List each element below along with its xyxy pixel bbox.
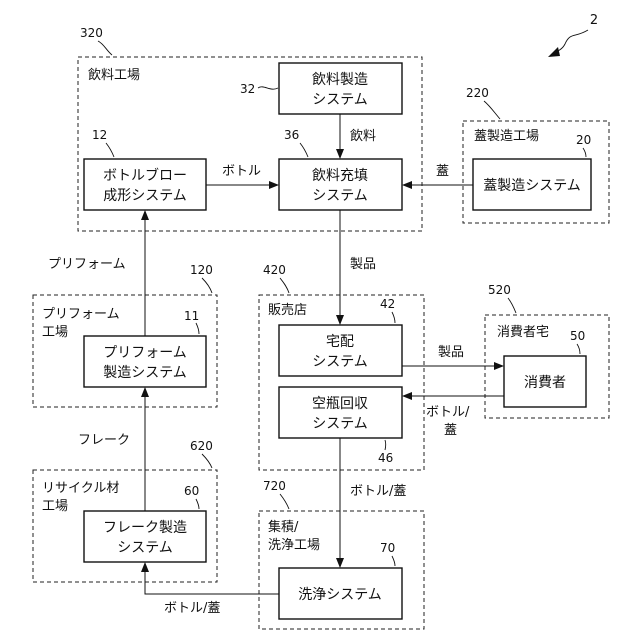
region-ref-store: 420 <box>263 263 286 277</box>
flow-label-preform: プリフォーム <box>48 257 126 272</box>
box-washing-line1: 洗浄システム <box>298 587 382 603</box>
box-delivery-line1: 宅配 <box>326 334 354 350</box>
leader-beverage-factory <box>98 41 112 55</box>
box-cap-production-line1: 蓋製造システム <box>483 178 581 194</box>
leader-washing <box>392 556 395 566</box>
region-label-store: 販売店 <box>268 302 307 318</box>
box-preform-production-line1: プリフォーム <box>103 345 187 361</box>
region-label-recycling-factory-1: リサイクル材 <box>42 481 119 496</box>
figure-ref-arrowhead <box>548 47 560 57</box>
box-beverage-production-line2: システム <box>312 92 368 108</box>
ref-delivery: 42 <box>380 297 395 311</box>
ref-flake-production: 60 <box>184 484 199 498</box>
ref-filling: 36 <box>284 128 299 142</box>
region-label-cleaning-factory-1: 集積/ <box>268 519 299 535</box>
flow-label-cleaning-to-recycling: ボトル/蓋 <box>164 601 220 616</box>
ref-collection: 46 <box>378 451 393 465</box>
flow-label-cap: 蓋 <box>436 164 449 179</box>
leader-cleaning-factory <box>280 494 289 509</box>
box-preform-production-line2: 製造システム <box>103 365 187 381</box>
leader-cap-production <box>583 148 586 157</box>
flow-label-product-to-consumer: 製品 <box>438 345 464 360</box>
ref-preform-production: 11 <box>184 309 199 323</box>
region-label-cap-factory: 蓋製造工場 <box>474 129 539 144</box>
box-filling-line1: 飲料充填 <box>312 168 368 184</box>
box-bottle-blow-line1: ボトルブロー <box>103 167 187 184</box>
box-flake-production-line2: システム <box>117 540 173 556</box>
leader-cap-factory <box>484 101 500 119</box>
figure-ref: 2 <box>590 13 598 28</box>
flow-label-return-2: 蓋 <box>444 423 457 438</box>
leader-consumer <box>577 344 580 354</box>
box-filling-line2: システム <box>312 188 368 204</box>
leader-consumer-home <box>508 298 516 313</box>
ref-bottle-blow: 12 <box>92 128 107 142</box>
region-label-recycling-factory-2: 工場 <box>42 499 68 514</box>
ref-washing: 70 <box>380 541 395 555</box>
flow-label-beverage: 飲料 <box>350 128 376 144</box>
region-label-cleaning-factory-2: 洗浄工場 <box>268 538 320 553</box>
leader-bottle-blow <box>106 143 114 157</box>
region-label-consumer-home: 消費者宅 <box>497 325 549 340</box>
leader-flake-production <box>196 499 199 509</box>
leader-preform-production <box>196 323 199 334</box>
box-beverage-production-line1: 飲料製造 <box>312 72 368 88</box>
flow-label-bottle: ボトル <box>222 164 261 179</box>
leader-preform-factory <box>202 278 212 293</box>
leader-delivery <box>392 312 395 323</box>
box-consumer-line1: 消費者 <box>524 375 566 391</box>
region-ref-cap-factory: 220 <box>466 86 489 100</box>
region-ref-cleaning-factory: 720 <box>263 479 286 493</box>
leader-collection <box>385 440 386 450</box>
leader-store <box>280 278 289 293</box>
leader-beverage-production <box>258 87 278 89</box>
leader-filling <box>300 143 308 157</box>
box-bottle-blow-line2: 成形システム <box>103 188 187 204</box>
ref-beverage-production: 32 <box>240 82 255 96</box>
flow-label-flake: フレーク <box>78 433 130 448</box>
region-label-preform-factory-1: プリフォーム <box>42 307 120 322</box>
region-label-beverage-factory: 飲料工場 <box>88 67 140 83</box>
region-store <box>259 295 424 470</box>
region-ref-recycling-factory: 620 <box>190 439 213 453</box>
box-flake-production-line1: フレーク製造 <box>103 520 187 536</box>
flow-label-store-to-cleaning: ボトル/蓋 <box>350 484 406 499</box>
leader-recycling-factory <box>202 454 212 468</box>
box-collection-line2: システム <box>312 416 368 432</box>
flow-label-return-1: ボトル/ <box>426 405 470 420</box>
region-ref-consumer-home: 520 <box>488 283 511 297</box>
box-delivery-line2: システム <box>312 354 368 370</box>
flow-label-product-to-store: 製品 <box>350 257 376 272</box>
region-label-preform-factory-2: 工場 <box>42 325 68 340</box>
ref-consumer: 50 <box>570 329 585 343</box>
box-collection-line1: 空瓶回収 <box>312 396 368 412</box>
ref-cap-production: 20 <box>576 133 591 147</box>
region-ref-preform-factory: 120 <box>190 263 213 277</box>
region-ref-beverage-factory: 320 <box>80 26 103 40</box>
